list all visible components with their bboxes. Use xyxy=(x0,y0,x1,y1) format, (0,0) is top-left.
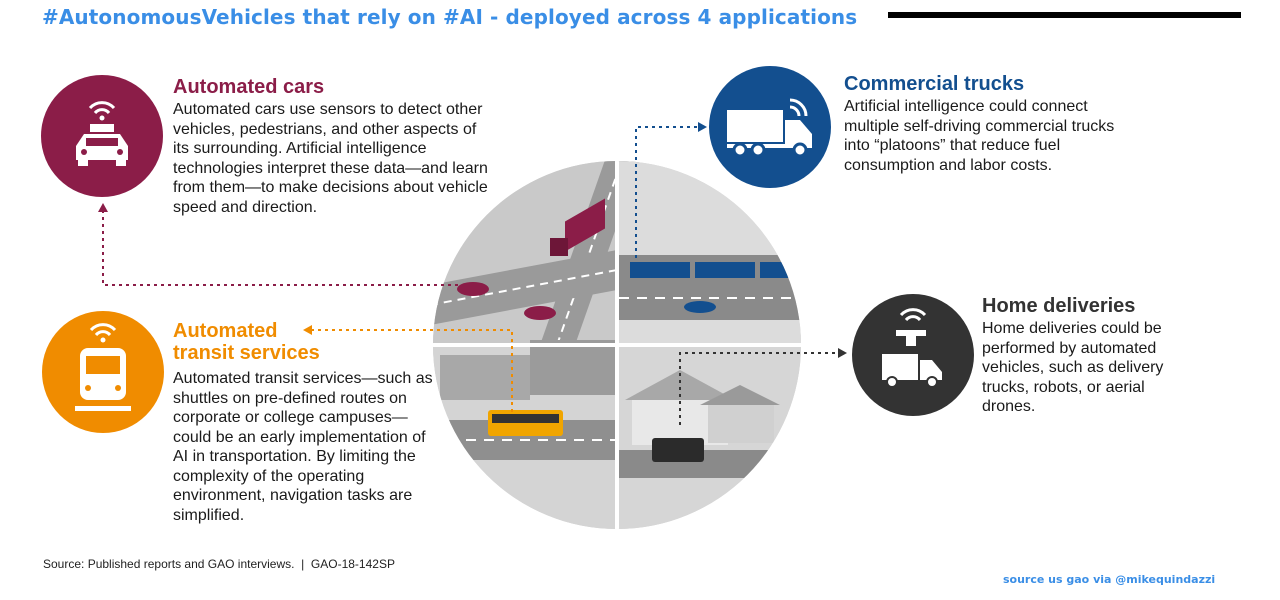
connector-transit xyxy=(303,325,513,412)
home-title: Home deliveries xyxy=(982,295,1136,317)
cars-body: Automated cars use sensors to detect oth… xyxy=(173,101,488,216)
truck-icon xyxy=(709,66,831,188)
headline-rule xyxy=(888,12,1241,18)
transit-title: Automated transit services xyxy=(173,320,343,364)
credit-link[interactable]: source us gao via @mikequindazzi xyxy=(1003,573,1216,586)
truck-quadrant xyxy=(619,161,801,345)
transit-title-text: Automated transit services xyxy=(173,320,320,364)
cars-title: Automated cars xyxy=(173,76,325,98)
city-scene-circle xyxy=(433,161,801,529)
connector-home xyxy=(679,348,847,425)
home-quadrant xyxy=(619,347,801,529)
connector-trucks xyxy=(635,122,707,265)
home-body: Home deliveries could be performed by au… xyxy=(982,320,1164,415)
bus-icon xyxy=(42,311,164,433)
trucks-title: Commercial trucks xyxy=(844,73,1025,95)
transit-body: Automated transit services—such as shutt… xyxy=(173,370,433,524)
car-icon xyxy=(41,75,163,197)
trucks-body: Artificial intelligence could connect mu… xyxy=(844,98,1115,174)
transit-quadrant xyxy=(433,340,617,529)
source-note: Source: Published reports and GAO interv… xyxy=(43,557,395,571)
headline: #AutonomousVehicles that rely on #AI - d… xyxy=(42,5,858,29)
delivery-drone-icon xyxy=(852,294,974,416)
connector-cars xyxy=(98,203,465,286)
